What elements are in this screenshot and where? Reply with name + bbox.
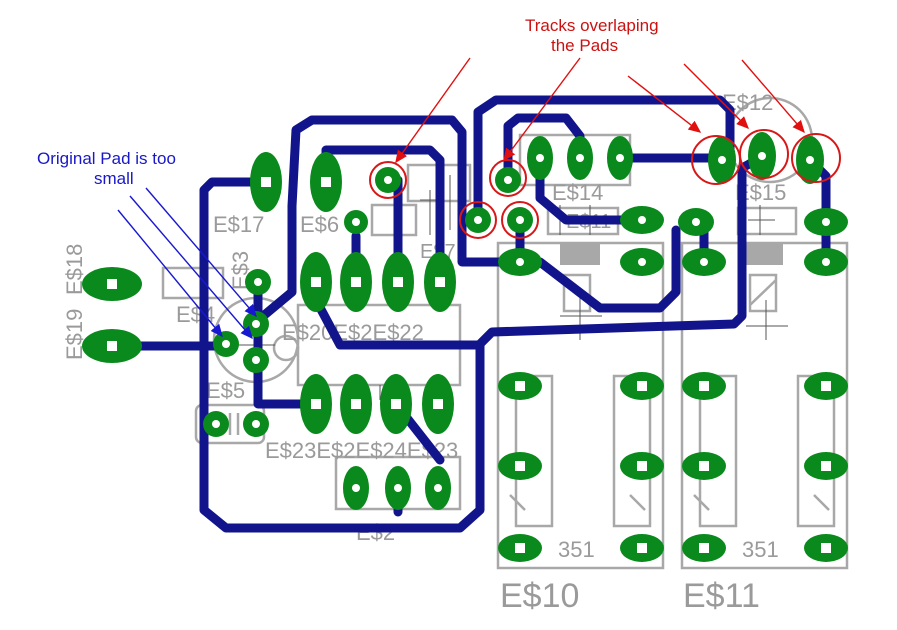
annotation-pad-line2: small xyxy=(94,169,134,188)
arrow-red xyxy=(683,63,749,129)
label-relay1-number: 351 xyxy=(558,537,595,562)
highlight-circle xyxy=(739,129,789,179)
arrow-red xyxy=(395,57,471,164)
component-labels: E$17 E$6 E$3 E$4 E$5 E$7 E$12 E$14 E$15 … xyxy=(62,90,786,615)
arrow-blue xyxy=(129,195,253,340)
highlight-circle xyxy=(369,161,407,199)
annotation-tracks-line1: Tracks overlaping xyxy=(525,16,659,35)
annotation-pad-line1: Original Pad is too xyxy=(37,149,176,168)
relay-e11-tab xyxy=(743,243,783,265)
arrow-blue xyxy=(145,187,257,318)
label-es17: E$17 xyxy=(213,212,264,237)
arrow-red xyxy=(627,75,702,133)
label-es19: E$19 xyxy=(62,309,87,360)
relay-e10-coil xyxy=(562,273,592,313)
track xyxy=(473,95,735,225)
annotation-tracks-line2: the Pads xyxy=(551,36,618,55)
relay-e10-tab xyxy=(560,243,600,265)
label-es10: E$10 xyxy=(500,577,579,615)
resistor-e15-outline xyxy=(736,206,798,236)
track xyxy=(535,225,681,313)
relay-e11-coil xyxy=(748,273,778,313)
led-outline xyxy=(272,334,300,362)
highlight-circle xyxy=(459,201,497,239)
track xyxy=(199,153,765,533)
label-es6: E$6 xyxy=(300,212,339,237)
label-es4: E$4 xyxy=(176,302,215,327)
highlight-circle xyxy=(501,201,539,239)
highlight-circle xyxy=(791,133,841,183)
arrow-blue xyxy=(117,209,223,338)
label-es14: E$14 xyxy=(552,180,603,205)
pads xyxy=(82,132,848,562)
arrow-red xyxy=(503,57,581,162)
label-relay2-number: 351 xyxy=(742,537,779,562)
label-es11: E$11 xyxy=(683,577,760,615)
track xyxy=(251,115,523,327)
annotation-arrows xyxy=(117,57,805,340)
arrow-red xyxy=(741,59,805,134)
resistor-left-outline xyxy=(161,266,225,300)
overlap-highlights xyxy=(369,129,841,239)
label-es5: E$5 xyxy=(206,378,245,403)
